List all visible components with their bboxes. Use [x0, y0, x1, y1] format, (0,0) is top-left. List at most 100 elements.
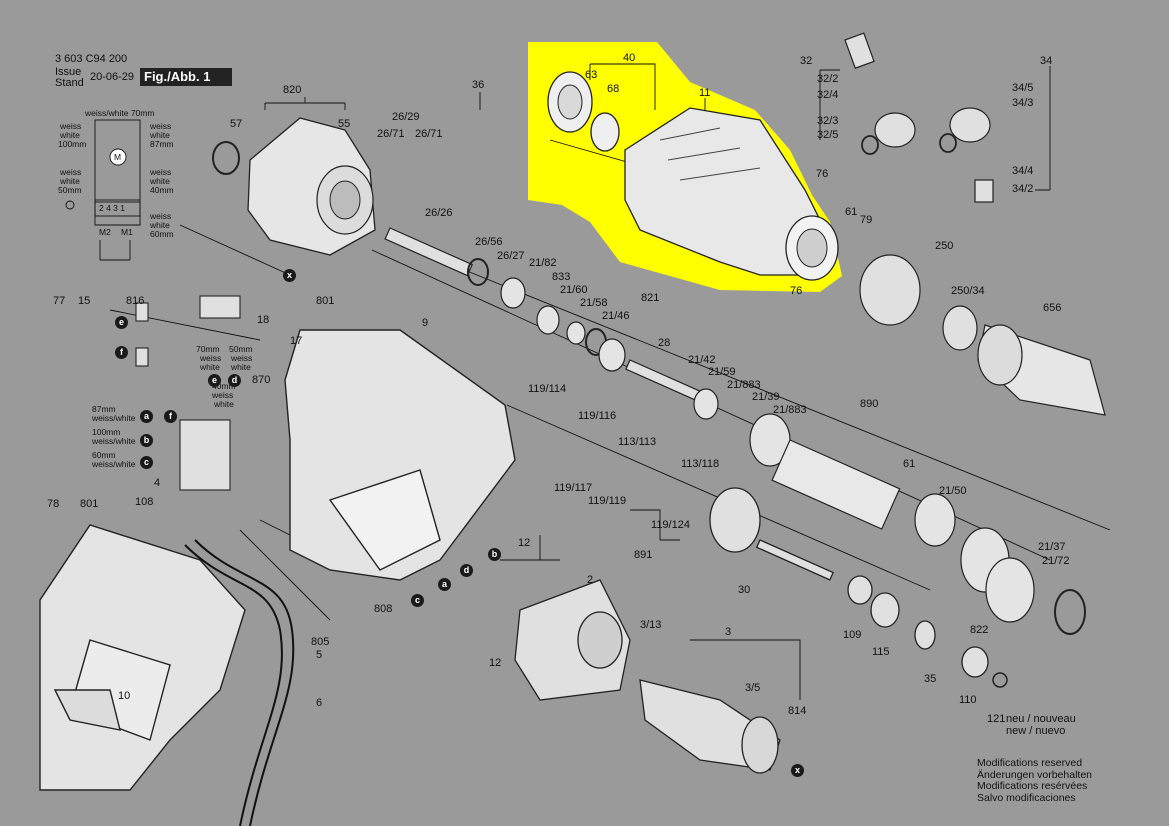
circle-letter: b [140, 434, 153, 447]
part-label: 63 [585, 69, 598, 81]
issue-date: 20-06-29 [90, 71, 135, 83]
wiring-text: 50mm [58, 185, 82, 195]
part-piston-assembly [384, 227, 1086, 635]
part-label: 250 [935, 240, 954, 252]
part-chuck-assembly [859, 254, 1106, 416]
circle-letter: e [208, 374, 221, 387]
part-label: 26/29 [392, 111, 420, 123]
circle-letter: d [460, 564, 473, 577]
part-label: 34/4 [1012, 165, 1034, 177]
part-label: 805 [311, 636, 330, 648]
part-label: 21/60 [560, 284, 588, 296]
part-label: 55 [338, 118, 351, 130]
part-armature [639, 679, 781, 774]
part-label: 21/39 [752, 391, 780, 403]
part-label: 801 [316, 295, 335, 307]
part-label: 21/58 [580, 297, 608, 309]
neu-note: neu / nouveau [1006, 713, 1076, 725]
switch-note: 60mm [92, 450, 116, 460]
mod-line-fr: Modifications resérvées [977, 780, 1088, 792]
mod-line-es: Salvo modificaciones [977, 791, 1076, 804]
part-label: 3 [725, 626, 732, 638]
part-label: 250/34 [951, 285, 985, 297]
switch-note: weiss/white [92, 413, 136, 423]
part-label: 821 [641, 292, 660, 304]
circle-letter: b [488, 548, 501, 561]
wiring-text: white [150, 220, 170, 230]
part-label: 12 [518, 537, 531, 549]
switch-note: weiss/white [92, 459, 136, 469]
switch-note: white [231, 362, 251, 372]
switch-note: weiss/white [92, 436, 136, 446]
part-label: 119/116 [578, 410, 617, 422]
switch-note: weiss [200, 353, 222, 363]
wiring-text: weiss [60, 167, 82, 177]
part-label: 119/119 [588, 495, 627, 507]
doc-number: 3 603 C94 200 [55, 53, 128, 65]
switch-note: weiss [212, 390, 234, 400]
part-label: 113/118 [681, 458, 720, 470]
part-label: 891 [634, 549, 653, 561]
part-label: 34/5 [1012, 82, 1034, 94]
wiring-m2: M2 [99, 227, 111, 237]
part-label: 17 [290, 335, 303, 347]
part-label: 76 [816, 168, 829, 180]
part-label: 870 [252, 374, 271, 386]
part-label: 6 [316, 697, 323, 709]
part-label: 808 [374, 603, 393, 615]
part-label: 833 [552, 271, 571, 283]
part-label: 110 [959, 694, 977, 706]
part-label: 119/114 [528, 383, 567, 395]
part-label: 115 [872, 646, 890, 658]
part-label: 26/71 [377, 128, 405, 140]
part-brushes-816 [135, 295, 241, 491]
part-label: 814 [788, 705, 807, 717]
part-label: 34/2 [1012, 183, 1034, 195]
part-label: 32 [800, 55, 813, 67]
wiring-terminals: 2 4 3 1 [99, 203, 125, 213]
part-cable [184, 539, 295, 826]
wiring-text: weiss [150, 121, 172, 131]
circle-letter: c [411, 594, 424, 607]
part-label: 21/59 [708, 366, 736, 378]
part-label: 21/82 [529, 257, 557, 269]
part-label: 108 [135, 496, 154, 508]
part-label: 119/117 [554, 482, 593, 494]
wiring-text: white [60, 130, 80, 140]
figure-title: Fig./Abb. 1 [140, 68, 232, 86]
circle-letter: a [140, 410, 153, 423]
mod-line-de: Änderungen vorbehalten [977, 768, 1093, 781]
part-label: 109 [843, 629, 862, 641]
part-label: 32/5 [817, 129, 839, 141]
part-label: 113/113 [618, 436, 657, 448]
part-label: 2 [587, 574, 594, 586]
circle-letter: e [115, 316, 128, 329]
part-label: 21/42 [688, 354, 716, 366]
part-label: 656 [1043, 302, 1062, 314]
wiring-text: weiss/white 70mm [85, 108, 155, 118]
part-label: 4 [154, 477, 161, 489]
circle-letter: a [438, 578, 451, 591]
issue-label: Issue [55, 66, 82, 78]
part-label: 21/883 [773, 404, 807, 416]
wiring-text: 87mm [150, 139, 174, 149]
part-label: 26/71 [415, 128, 443, 140]
wiring-text: weiss [60, 121, 82, 131]
part-sleeve-40 [547, 71, 620, 152]
part-brush-holders [844, 32, 994, 203]
wiring-text: weiss [150, 167, 172, 177]
part-label: 21/37 [1038, 541, 1066, 553]
circle-letter: c [140, 456, 153, 469]
part-housing-801 [284, 329, 516, 581]
part-label: 68 [607, 83, 620, 95]
part-label: 78 [47, 498, 60, 510]
part-label: 28 [658, 337, 671, 349]
motor-symbol: M [114, 152, 122, 162]
part-label: 21/50 [939, 485, 967, 497]
mod-line-en: Modifications reserved [977, 757, 1083, 769]
part-label: 30 [738, 584, 751, 596]
part-label: 820 [283, 84, 302, 96]
part-label: 3/5 [745, 682, 761, 694]
part-label: 12 [489, 657, 502, 669]
part-label: 32/3 [817, 115, 839, 127]
